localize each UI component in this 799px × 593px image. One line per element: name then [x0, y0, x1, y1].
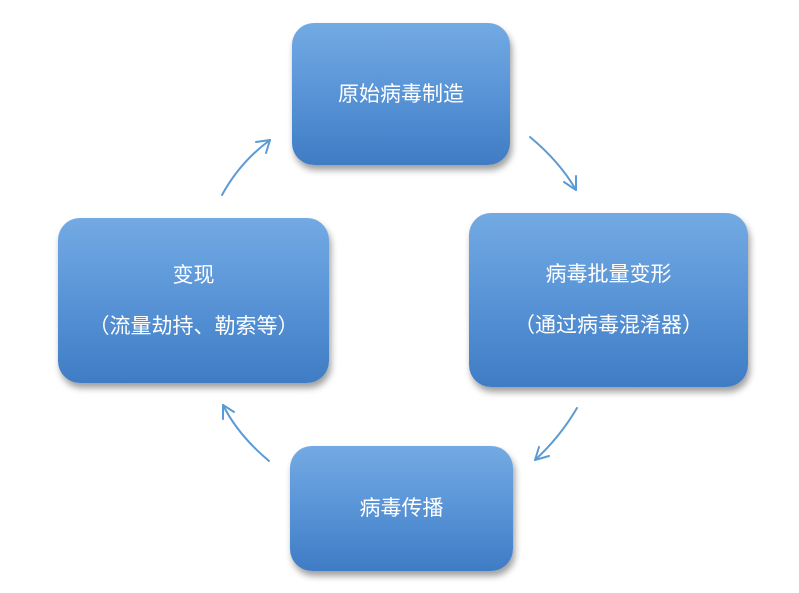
node-batch-mutation: 病毒批量变形 （通过病毒混淆器） [469, 213, 748, 387]
node-sublabel: （通过病毒混淆器） [514, 313, 703, 337]
arrow-bottom-to-left [222, 404, 270, 462]
node-label: 病毒批量变形 [545, 262, 672, 286]
node-virus-creation: 原始病毒制造 [292, 23, 510, 165]
node-label: 变现 [172, 262, 215, 287]
arrow-left-to-top [221, 139, 271, 196]
arrow-right-to-bottom [534, 407, 578, 461]
node-virus-spread: 病毒传播 [290, 446, 513, 571]
node-label: 病毒传播 [359, 496, 444, 520]
node-monetization: 变现 （流量劫持、勒索等） [58, 218, 329, 383]
node-sublabel: （流量劫持、勒索等） [88, 313, 299, 338]
node-label: 原始病毒制造 [338, 81, 464, 106]
arrow-top-to-right [529, 136, 577, 191]
